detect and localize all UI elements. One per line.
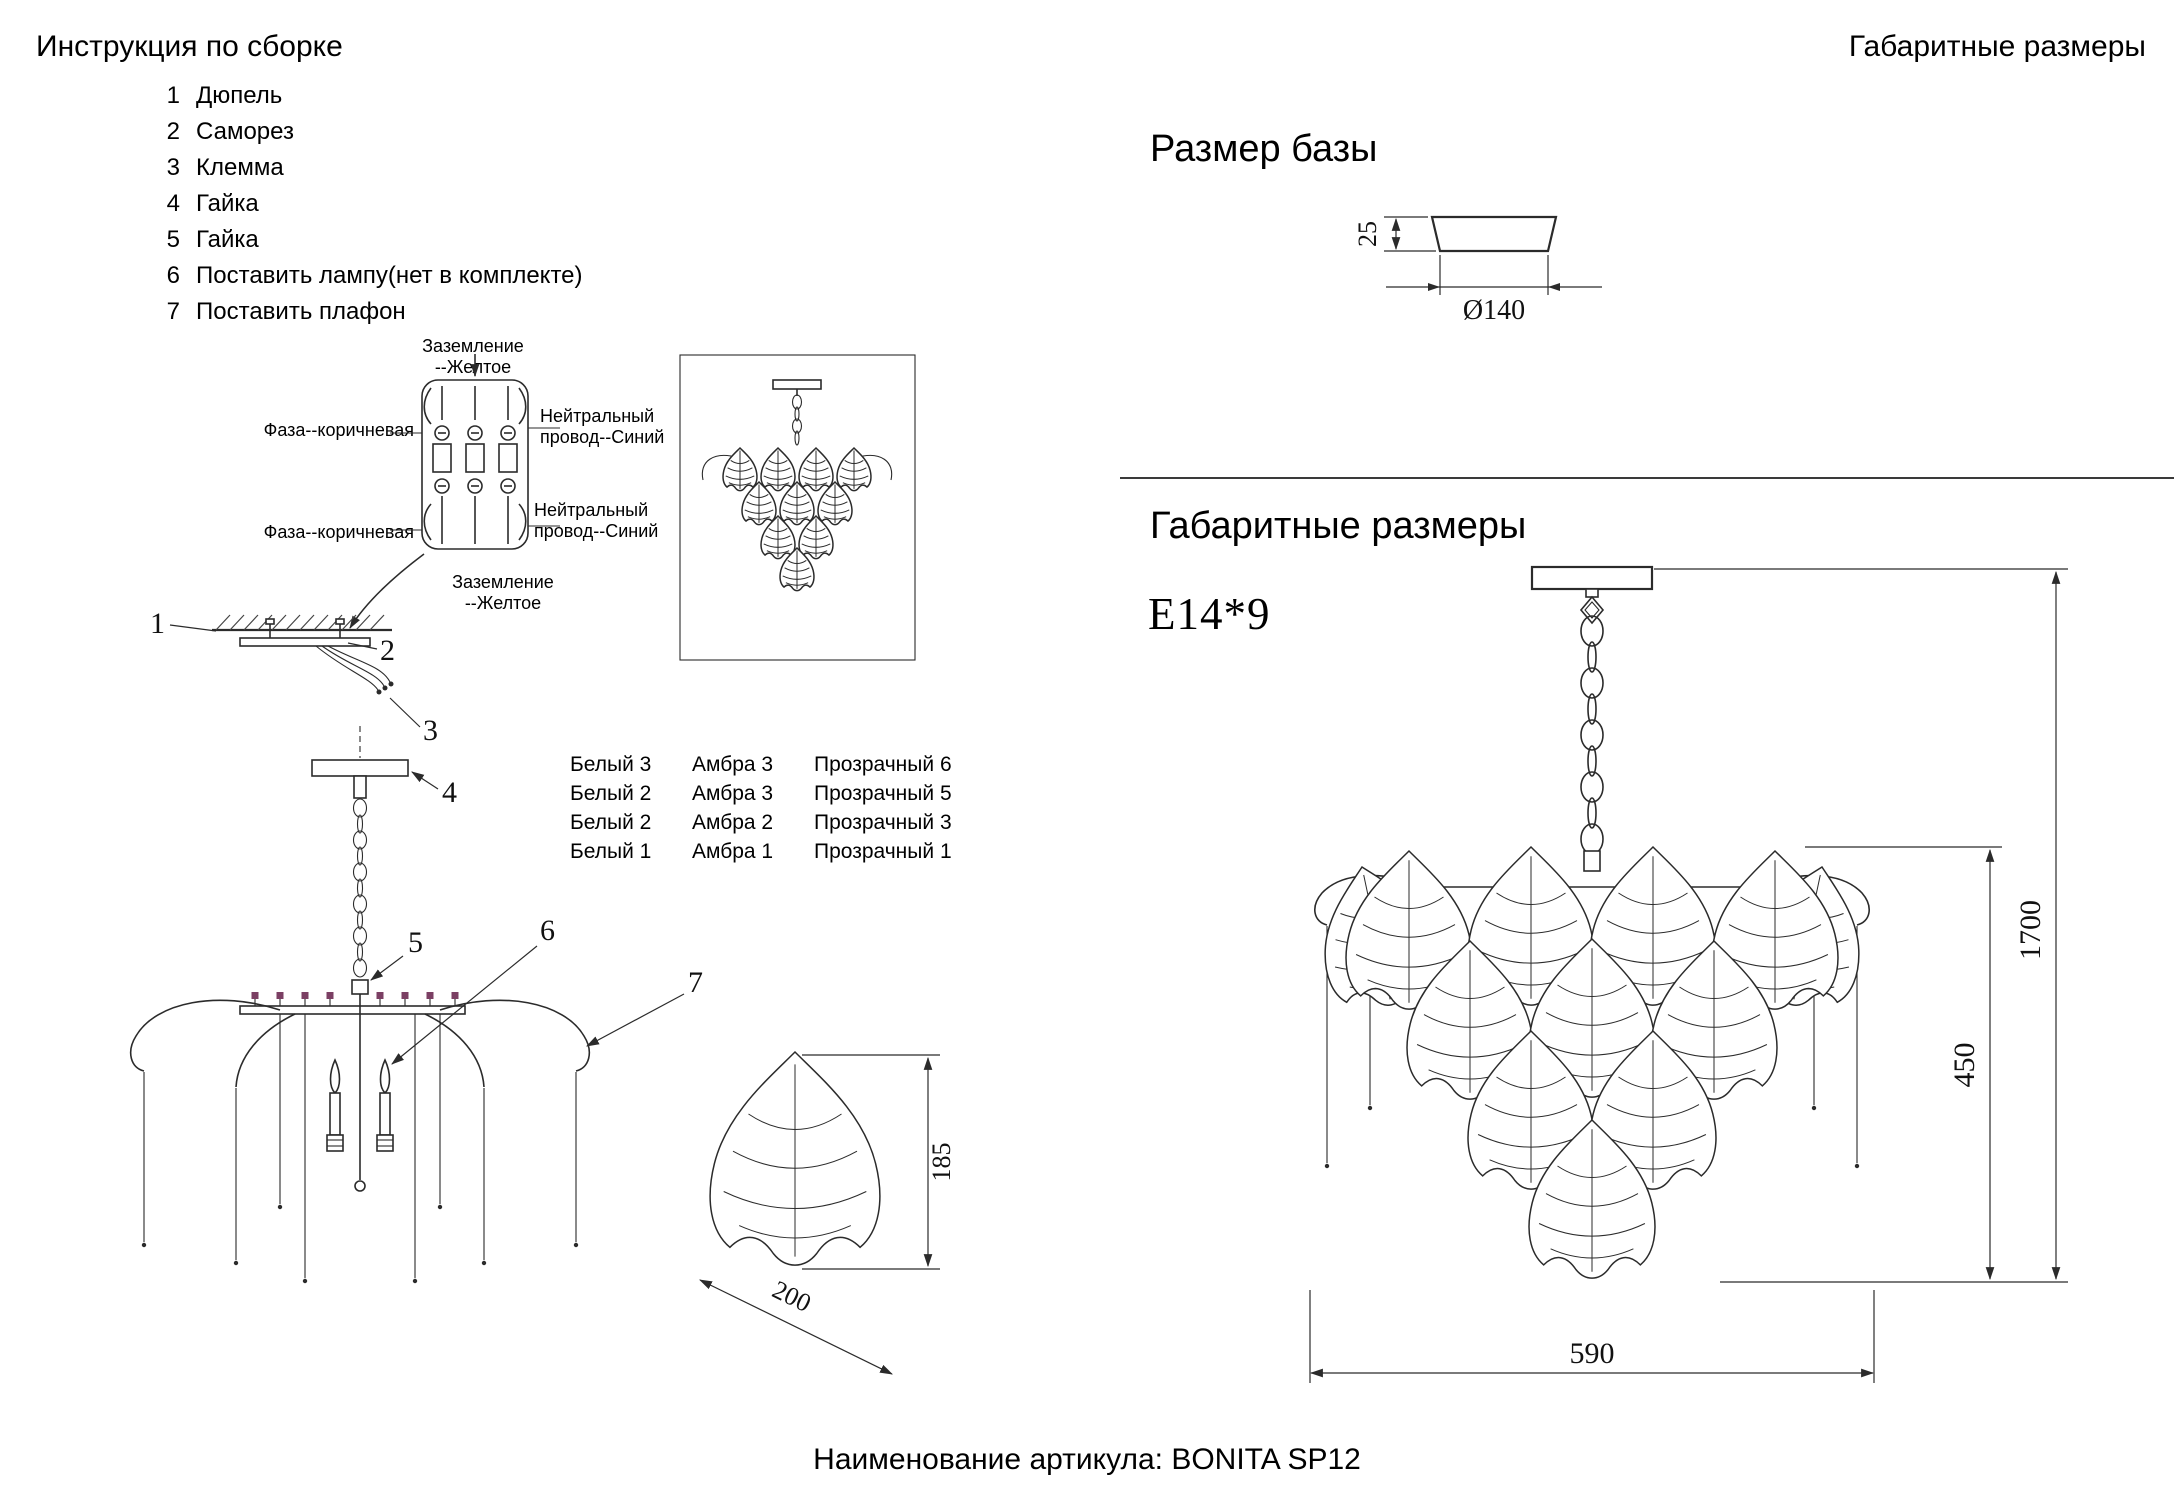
cell-amber: Амбра 2 — [692, 811, 774, 834]
callout-5: 5 — [408, 926, 423, 959]
callout-4: 4 — [442, 776, 457, 809]
part-number: 2 — [166, 118, 180, 145]
lamp-socket-label: E14*9 — [1148, 589, 1271, 639]
candle-bulb — [376, 1059, 394, 1152]
article-name: Наименование артикула: BONITA SP12 — [813, 1443, 1361, 1476]
base-size-title: Размер базы — [1150, 128, 1378, 170]
base-height-dim: 25 — [1353, 221, 1382, 247]
leaf-height-dim: 185 — [927, 1143, 956, 1182]
chandelier-preview — [679, 354, 916, 661]
width-dim: 590 — [1570, 1337, 1615, 1370]
callout-1: 1 — [150, 607, 165, 640]
cell-amber: Амбра 1 — [692, 840, 774, 863]
part-number: 3 — [166, 154, 180, 181]
overall-dimensions-drawing: 1700 450 590 — [1305, 565, 2068, 1383]
wire-label-phase-top: Фаза--коричневая — [263, 420, 414, 440]
overall-dimensions-title: Габаритные размеры — [1150, 505, 1527, 547]
base-diameter-dim: Ø140 — [1463, 295, 1525, 326]
cell-clear: Прозрачный 5 — [814, 782, 952, 805]
wire-label-neutral-top: Нейтральный провод--Синий — [540, 406, 665, 448]
cell-clear: Прозрачный 1 — [814, 840, 952, 863]
page-title: Инструкция по сборке — [36, 30, 343, 63]
parts-list-item: 6 Поставить лампу(нет в комплекте) — [150, 262, 583, 298]
section-divider — [1120, 477, 2174, 479]
table-row: Белый 2 Амбра 2 Прозрачный 3 — [570, 808, 990, 837]
cell-white: Белый 2 — [570, 811, 652, 834]
part-number: 5 — [166, 226, 180, 253]
table-row: Белый 2 Амбра 3 Прозрачный 5 — [570, 779, 990, 808]
part-label: Дюпель — [196, 82, 283, 109]
total-height-dim: 1700 — [2014, 900, 2047, 960]
leaf-width-dim: 200 — [768, 1275, 816, 1318]
part-label: Саморез — [196, 118, 294, 145]
shade-count-table: Белый 3 Амбра 3 Прозрачный 6 Белый 2 Амбра … — [570, 750, 990, 866]
body-height-dim: 450 — [1948, 1043, 1981, 1088]
base-side-view — [1430, 215, 1558, 253]
assembly-callouts: 1 2 3 4 5 6 7 — [150, 607, 703, 1065]
callout-6: 6 — [540, 914, 555, 947]
chandelier-dimensions: 1700 450 590 — [1309, 568, 2068, 1383]
table-row: Белый 3 Амбра 3 Прозрачный 6 — [570, 750, 990, 779]
cell-amber: Амбра 3 — [692, 782, 774, 805]
dimensions-header: Габаритные размеры — [1848, 30, 2146, 63]
parts-list-item: 5 Гайка — [150, 226, 583, 262]
base-dimensions-drawing: 25 Ø140 — [1353, 215, 1602, 326]
cell-clear: Прозрачный 3 — [814, 811, 952, 834]
wiring-terminal-block — [349, 354, 560, 629]
part-label: Клемма — [196, 154, 284, 181]
wire-label-ground-bottom: Заземление --Желтое — [452, 572, 554, 614]
part-label: Гайка — [196, 190, 259, 217]
wire-label-neutral-bottom: Нейтральный провод--Синий — [534, 500, 659, 542]
leaf-detail: 185 200 — [699, 1052, 956, 1375]
candle-bulb — [326, 1059, 344, 1152]
part-label: Поставить лампу(нет в комплекте) — [196, 262, 583, 289]
parts-list-item: 7 Поставить плафон — [150, 298, 583, 334]
parts-list-item: 4 Гайка — [150, 190, 583, 226]
cell-amber: Амбра 3 — [692, 753, 774, 776]
part-number: 7 — [166, 298, 180, 325]
chandelier-drawing — [1305, 565, 1879, 1280]
callout-2: 2 — [380, 634, 395, 667]
parts-list-item: 3 Клемма — [150, 154, 583, 190]
part-number: 1 — [166, 82, 180, 109]
part-label: Гайка — [196, 226, 259, 253]
part-number: 4 — [166, 190, 180, 217]
callout-7: 7 — [688, 966, 703, 999]
wire-label-phase-bottom: Фаза--коричневая — [263, 522, 414, 542]
table-row: Белый 1 Амбра 1 Прозрачный 1 — [570, 837, 990, 866]
parts-list-item: 2 Саморез — [150, 118, 583, 154]
cell-white: Белый 2 — [570, 782, 652, 805]
cell-white: Белый 1 — [570, 840, 652, 863]
part-label: Поставить плафон — [196, 298, 406, 325]
cell-white: Белый 3 — [570, 753, 652, 776]
assembly-drawing — [129, 614, 591, 1284]
callout-3: 3 — [423, 714, 438, 747]
part-number: 6 — [166, 262, 180, 289]
assembly-diagram: 1 2 3 4 5 6 7 185 200 — [129, 354, 956, 1375]
cell-clear: Прозрачный 6 — [814, 753, 952, 776]
parts-list-item: 1 Дюпель — [150, 82, 583, 118]
